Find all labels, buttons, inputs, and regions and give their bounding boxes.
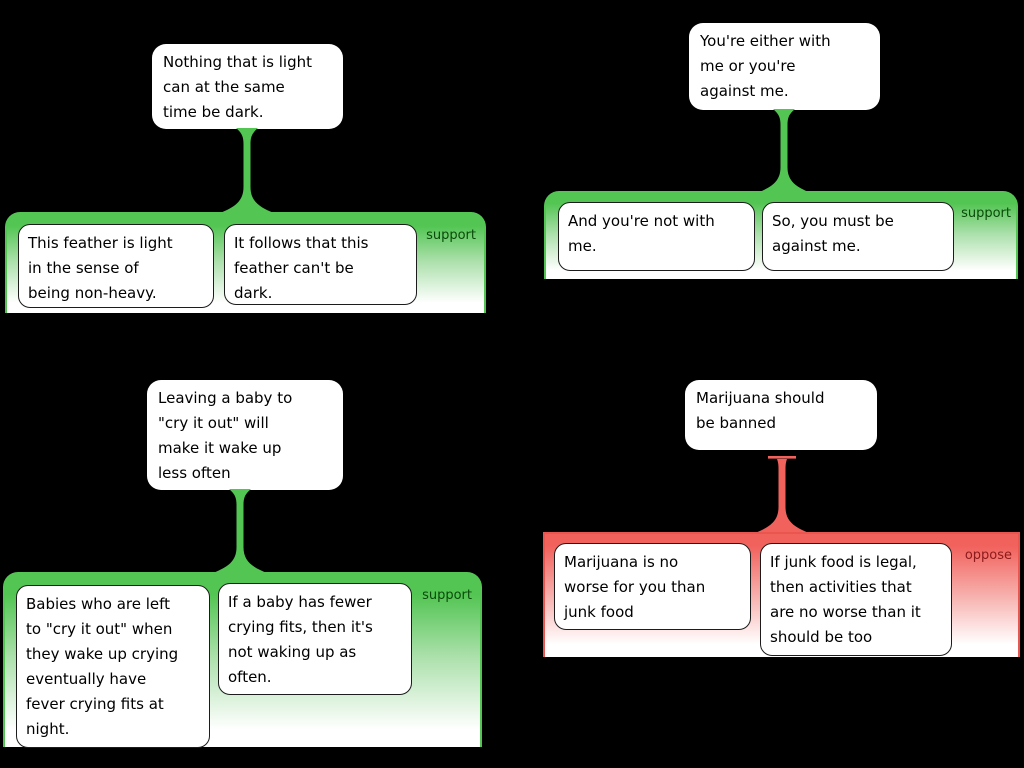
premise-node[interactable]: It follows that this feather can't be da… xyxy=(224,224,417,305)
support-connector xyxy=(213,489,267,573)
claim-node[interactable]: You're either with me or you're against … xyxy=(689,23,880,110)
claim-node[interactable]: Nothing that is light can at the same ti… xyxy=(152,44,343,129)
premise-node[interactable]: So, you must be against me. xyxy=(762,202,954,271)
premise-node[interactable]: This feather is light in the sense of be… xyxy=(18,224,214,308)
relation-label: oppose xyxy=(964,548,1012,563)
relation-label: support xyxy=(426,228,476,243)
support-connector xyxy=(220,128,274,213)
reason-group[interactable]: support This feather is light in the sen… xyxy=(5,212,486,313)
premise-node[interactable]: If junk food is legal, then activities t… xyxy=(760,543,952,656)
premise-node[interactable]: If a baby has fewer crying fits, then it… xyxy=(218,583,412,695)
relation-label: support xyxy=(961,206,1011,221)
reason-group[interactable]: oppose Marijuana is no worse for you tha… xyxy=(543,532,1020,657)
premise-node[interactable]: And you're not with me. xyxy=(558,202,755,271)
premise-node[interactable]: Babies who are left to "cry it out" when… xyxy=(16,585,210,748)
reason-group[interactable]: support And you're not with me. So, you … xyxy=(544,191,1018,279)
claim-node[interactable]: Marijuana should be banned xyxy=(685,380,877,450)
reason-group[interactable]: support Babies who are left to "cry it o… xyxy=(3,572,482,748)
oppose-connector xyxy=(755,456,809,533)
relation-label: support xyxy=(422,588,472,603)
premise-node[interactable]: Marijuana is no worse for you than junk … xyxy=(554,543,751,630)
claim-node[interactable]: Leaving a baby to "cry it out" will make… xyxy=(147,380,343,490)
support-connector xyxy=(757,109,811,193)
oppose-crossbar xyxy=(768,456,796,459)
